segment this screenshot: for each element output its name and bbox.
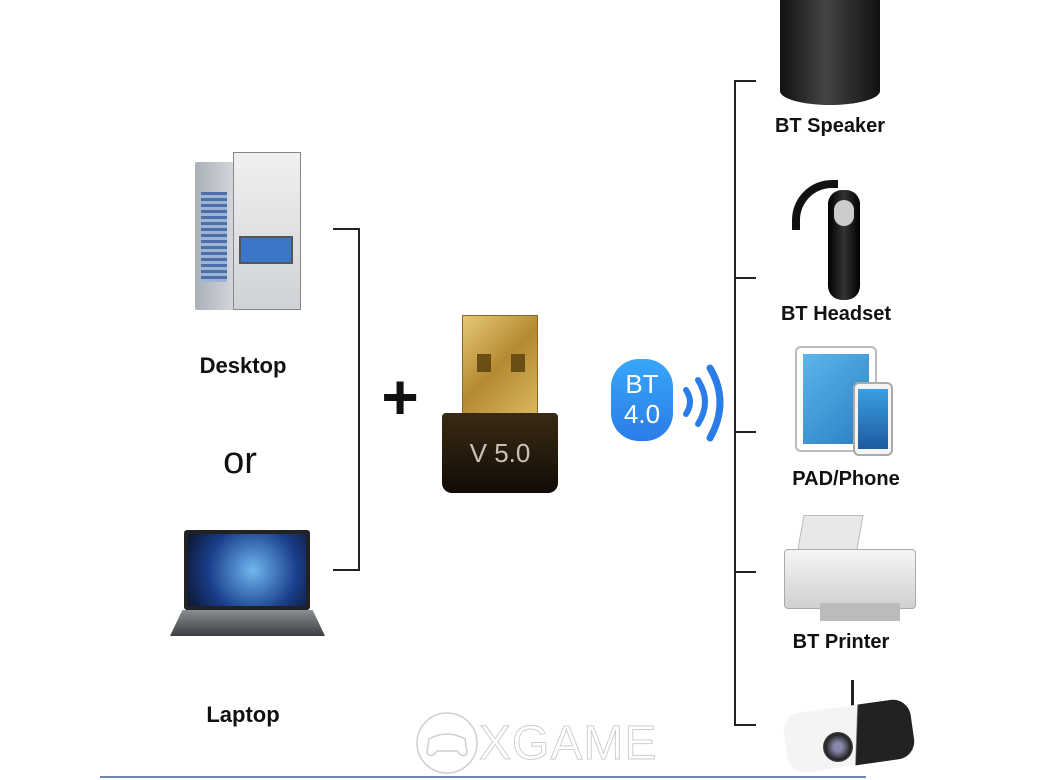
badge-line1: BT <box>625 369 659 399</box>
watermark-text: XGAME <box>478 716 658 770</box>
device-label-printer: BT Printer <box>792 631 890 653</box>
dongle-version-label: V 5.0 <box>469 437 531 468</box>
desktop-tower-image <box>195 152 303 312</box>
bt-version-badge: BT 4.0 <box>611 359 673 441</box>
laptop-label: Laptop <box>206 702 280 727</box>
device-label-pad-phone: PAD/Phone <box>792 468 900 490</box>
bt-headset-image <box>790 170 870 302</box>
badge-line2: 4.0 <box>623 399 661 429</box>
bt-speaker-image <box>780 0 880 105</box>
plus-sign: + <box>381 361 419 433</box>
device-label-headset: BT Headset <box>780 303 892 325</box>
bracket-left <box>358 228 360 571</box>
usb-dongle-image: V 5.0 <box>440 315 560 493</box>
bt-printer-image <box>780 515 920 625</box>
bracket-right <box>734 80 736 726</box>
laptop-image <box>170 530 325 640</box>
projector-image <box>781 680 917 775</box>
bottom-rule <box>100 776 866 778</box>
xgame-watermark: XGAME <box>415 708 685 778</box>
or-label: or <box>223 440 257 482</box>
gamepad-logo-icon <box>416 712 478 774</box>
wireless-signal-icon <box>683 364 724 442</box>
device-label-speaker: BT Speaker <box>774 115 886 137</box>
pad-phone-image <box>795 346 895 456</box>
desktop-label: Desktop <box>199 353 287 378</box>
